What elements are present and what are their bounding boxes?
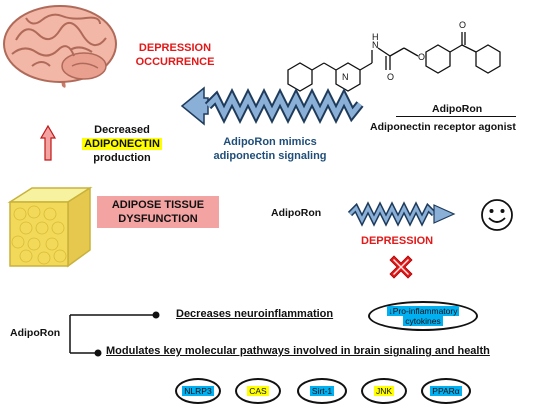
depression-occurrence-line2: OCCURRENCE	[135, 56, 215, 68]
depression-label: DEPRESSION	[361, 235, 434, 247]
compound-underline	[396, 116, 516, 117]
svg-text:H: H	[372, 32, 379, 42]
pathway-sirt1-label: Sirt-1	[309, 386, 335, 396]
zigzag-arrow-icon	[180, 86, 364, 126]
adipose-line1: ADIPOSE TISSUE	[111, 199, 205, 211]
svg-text:N: N	[342, 72, 349, 82]
up-arrow-icon	[39, 124, 57, 161]
decreased-line3: production	[93, 152, 151, 164]
adipose-line2: DYSFUNCTION	[118, 213, 198, 225]
mimics-line1: AdipoRon mimics	[223, 136, 317, 148]
smiley-icon	[481, 199, 513, 231]
pathway-nlrp3-label: NLRP3	[182, 386, 214, 396]
pathway-ppara: PPARα	[421, 378, 471, 404]
depression-occurrence-label: DEPRESSION OCCURRENCE	[130, 41, 220, 69]
branch-neuroinflammation: Decreases neuroinflammation	[176, 308, 334, 320]
decreased-line2: ADIPONECTIN	[82, 138, 162, 150]
tree-connector	[69, 311, 160, 357]
small-zigzag-arrow-icon	[347, 201, 456, 227]
pathway-jnk: JNK	[361, 378, 407, 404]
pathway-sirt1: Sirt-1	[297, 378, 347, 404]
red-x-icon	[389, 255, 413, 279]
middle-adiporon-label: AdipoRon	[271, 207, 322, 219]
mimics-line2: adiponectin signaling	[213, 150, 327, 162]
adipose-tissue-icon	[7, 186, 93, 268]
decreased-adiponectin-label: Decreased ADIPONECTIN production	[70, 123, 174, 165]
pathway-jnk-label: JNK	[373, 386, 395, 396]
pathway-cas: CAS	[235, 378, 281, 404]
bottom-adiporon-label: AdipoRon	[10, 327, 61, 339]
pathway-nlrp3: NLRP3	[175, 378, 221, 404]
brain-icon	[3, 5, 117, 88]
decreased-line1: Decreased	[94, 124, 150, 136]
chemical-structure: N N H O O O	[287, 20, 501, 92]
depression-occurrence-line1: DEPRESSION	[138, 42, 212, 54]
svg-text:O: O	[418, 52, 425, 62]
pathway-ppara-label: PPARα	[430, 386, 462, 396]
compound-name: AdipoRon	[432, 103, 483, 115]
pathway-cas-label: CAS	[247, 386, 269, 396]
svg-text:O: O	[459, 20, 466, 30]
mimics-label: AdipoRon mimics adiponectin signaling	[200, 135, 340, 163]
cytokines-line1: ↓Pro-inflammatory	[386, 306, 460, 316]
adipose-dysfunction-label: ADIPOSE TISSUE DYSFUNCTION	[97, 196, 219, 228]
cytokines-ellipse: ↓Pro-inflammatory cytokines	[368, 301, 478, 331]
branch-molecular-pathways: Modulates key molecular pathways involve…	[106, 345, 490, 357]
svg-text:N: N	[372, 40, 379, 50]
svg-text:O: O	[387, 72, 394, 82]
cytokines-line2: cytokines	[403, 316, 443, 326]
compound-desc: Adiponectin receptor agonist	[370, 121, 516, 133]
